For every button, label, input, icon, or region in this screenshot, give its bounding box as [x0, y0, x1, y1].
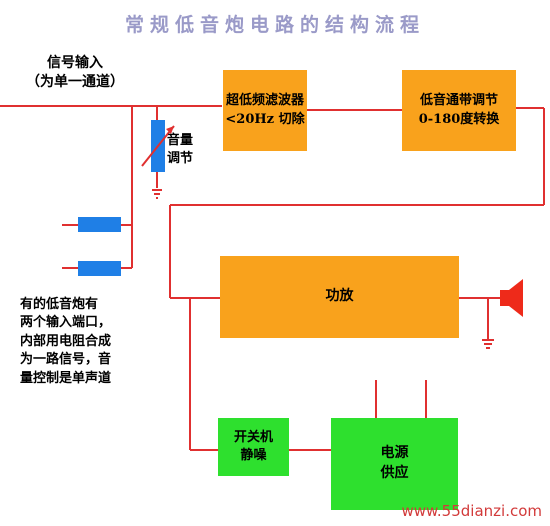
input-port-2 — [78, 261, 121, 276]
note-line: 有的低音炮有 — [20, 297, 99, 312]
subsonic-filter-block: 超低频滤波器 <20Hz 切除 — [223, 70, 307, 151]
watermark: www.55dianzi.com — [401, 502, 542, 520]
lowpass-line2: 0-180度转换 — [418, 111, 500, 127]
lowpass-line1: 低音通带调节 — [419, 93, 498, 109]
switch-mute-block: 开关机 静噪 — [218, 418, 289, 476]
note-line: 内部用电阻合成 — [20, 333, 112, 349]
volume-arrow — [141, 125, 175, 167]
signal-input-label: 信号输入 （为单一通道） — [10, 54, 140, 92]
note-line: 为一路信号，音 — [20, 352, 112, 368]
power-amp-block: 功放 — [220, 256, 459, 338]
note-line: 两个输入端口， — [20, 315, 112, 331]
switch-line2: 静噪 — [240, 448, 267, 463]
signal-input-line2: （为单一通道） — [26, 73, 124, 90]
power-line1: 电源 — [380, 445, 409, 462]
input-port-1 — [78, 217, 121, 232]
signal-input-line1: 信号输入 — [47, 55, 103, 71]
switch-line1: 开关机 — [233, 429, 273, 445]
volume-line1: 音量 — [167, 133, 194, 148]
wires — [0, 105, 545, 451]
power-supply-block: 电源 供应 — [331, 418, 458, 510]
amp-label: 功放 — [325, 288, 354, 305]
diagram-title: 常规低音炮电路的结构流程 — [124, 14, 425, 36]
volume-label: 音量 调节 — [167, 132, 193, 167]
volume-line2: 调节 — [167, 150, 194, 166]
filter-line1: 超低频滤波器 — [225, 93, 304, 109]
dual-input-note: 有的低音炮有 两个输入端口， 内部用电阻合成 为一路信号，音 量控制是单声道 — [20, 296, 111, 388]
power-line2: 供应 — [380, 465, 409, 481]
note-line: 量控制是单声道 — [20, 370, 112, 386]
speaker-icon — [500, 290, 509, 306]
lowpass-adjust-block: 低音通带调节 0-180度转换 — [402, 70, 516, 151]
filter-line2: <20Hz 切除 — [225, 111, 305, 127]
